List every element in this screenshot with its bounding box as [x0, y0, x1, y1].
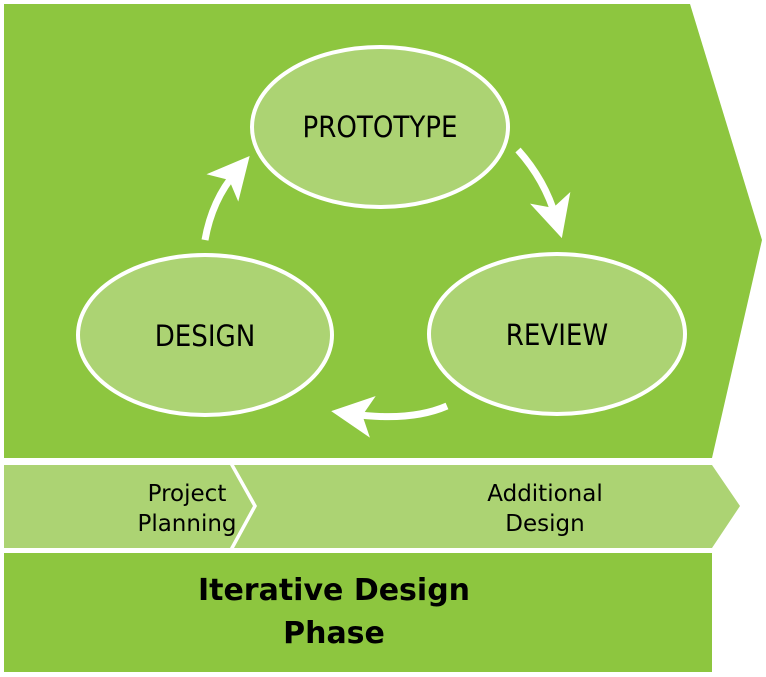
phase-title: Iterative Design — [198, 573, 470, 608]
node-label: REVIEW — [506, 318, 608, 352]
phase-box: Iterative Design Phase — [4, 553, 712, 672]
step-label: Planning — [137, 511, 236, 537]
arrow-prototype-to-review — [515, 147, 571, 239]
step-label: Additional — [487, 481, 602, 507]
node-prototype: PROTOTYPE — [250, 45, 510, 209]
chevron-divider — [230, 464, 257, 507]
step-label: Design — [505, 511, 584, 537]
step-additional-design: Additional Design — [234, 465, 740, 548]
node-design: DESIGN — [76, 253, 334, 417]
node-review: REVIEW — [427, 252, 687, 416]
arrow-design-to-prototype — [201, 156, 250, 241]
step-project-planning: Project Planning — [4, 465, 253, 548]
node-label: PROTOTYPE — [303, 110, 458, 144]
node-label: DESIGN — [155, 319, 256, 353]
arrow-review-to-design — [331, 396, 449, 438]
step-label: Project — [148, 481, 227, 507]
chevron-divider — [230, 505, 257, 549]
phase-title: Phase — [283, 616, 385, 651]
